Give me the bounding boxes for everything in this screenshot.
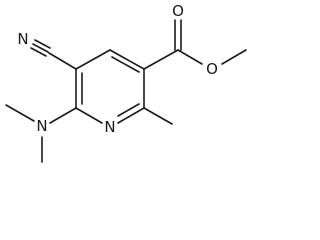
bond-c6-amine-n (49, 107, 77, 124)
bond-carbonyl-c-ester-o (177, 49, 203, 65)
ring-bond-c2-n1-inner (117, 103, 140, 117)
pyridine-ring (75, 49, 145, 124)
nitrile-group: N (17, 30, 77, 70)
amine-nitrogen-label: N (36, 117, 47, 135)
ring-nitrogen-label: N (104, 118, 115, 136)
nitrile-nitrogen-label: N (17, 30, 28, 48)
ring-bond-n1-c6 (75, 107, 103, 124)
triple-bond-line-2 (34, 39, 51, 49)
ring-bond-c4-c3-inner (111, 56, 140, 73)
ring-bond-c2-n1 (117, 107, 145, 124)
bond-ester-o-methyl (221, 49, 247, 65)
bond-amine-n-methyl-up (5, 104, 35, 122)
bond-c5-cn-carbon (48, 52, 77, 70)
ester-oxygen-label: O (206, 60, 218, 78)
triple-bond-line-1 (32, 43, 49, 53)
methyl-ester-group: O O (143, 2, 247, 78)
dimethylamino-group: N (5, 104, 77, 163)
carbonyl-oxygen-label: O (172, 2, 184, 20)
triple-bond-line-3 (30, 47, 47, 57)
ring-bond-c4-c3 (109, 49, 145, 70)
bond-c2-methyl (143, 107, 173, 125)
bond-c3-carbonyl-c (143, 49, 179, 70)
molecule-structure-diagram: N N N O O (5, 2, 247, 163)
ring-bond-c5-c4 (75, 49, 111, 70)
